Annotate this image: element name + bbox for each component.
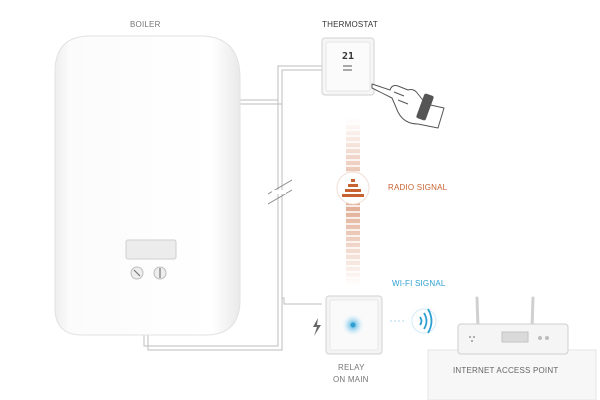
wiring [143,65,322,351]
relay [325,295,383,355]
radio-signal-icon [336,171,370,205]
wifi-signal-icon [406,303,442,339]
boiler-display [125,239,177,260]
boiler-thermostat-wire [240,65,322,101]
boiler-label: BOILER [130,20,161,29]
radio-signal-label: RADIO SIGNAL [388,183,448,192]
thermostat-label: THERMOSTAT [322,20,378,29]
power-bolt-icon [313,318,321,336]
hand-icon [371,83,445,129]
thermostat [321,37,375,96]
boiler [54,35,241,336]
wifi-signal-label: WI-FI SIGNAL [392,279,446,288]
wire-break-mark [267,179,293,205]
internet-access-point [427,296,597,400]
relay-label: RELAY [338,363,365,372]
thermostat-display: 21 [341,51,355,62]
internet-access-point-label: INTERNET ACCESS POINT [453,366,559,375]
relay-sublabel: ON MAIN [333,375,369,384]
